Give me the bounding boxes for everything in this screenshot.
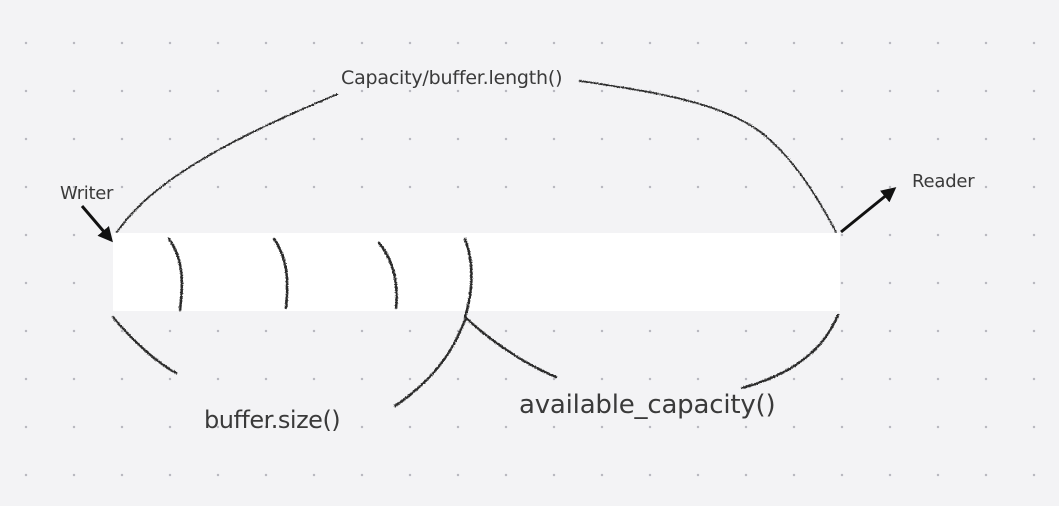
writer-arrow xyxy=(80,205,113,243)
slot-divider-4 xyxy=(463,237,473,319)
pencil-strokes xyxy=(111,80,840,408)
capacity-label: Capacity/buffer.length() xyxy=(341,67,563,89)
available-brace-right xyxy=(740,313,840,390)
slot-divider-2 xyxy=(272,237,289,310)
buffer-bar xyxy=(113,233,840,311)
size-brace-left xyxy=(111,315,178,375)
reader-label: Reader xyxy=(912,171,975,192)
slot-divider-3 xyxy=(377,241,398,310)
capacity-brace-right xyxy=(579,80,837,233)
available-brace-left xyxy=(464,316,558,379)
size-brace-right xyxy=(393,318,467,408)
reader-arrow xyxy=(840,187,897,234)
writer-label: Writer xyxy=(60,183,114,204)
capacity-brace-left xyxy=(116,93,339,233)
available-capacity-label: available_capacity() xyxy=(519,390,776,420)
buffer-size-label: buffer.size() xyxy=(204,406,341,434)
slot-divider-1 xyxy=(167,237,184,312)
